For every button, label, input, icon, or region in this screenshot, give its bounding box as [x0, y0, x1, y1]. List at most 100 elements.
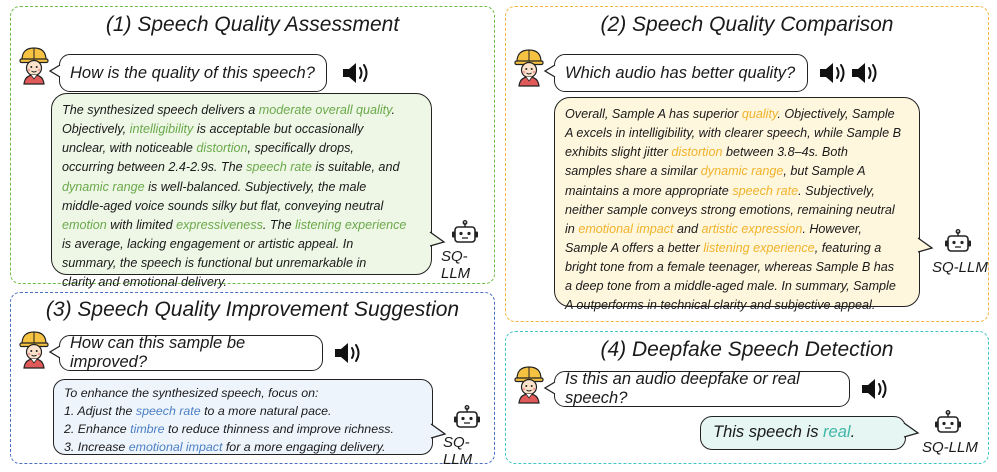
speaker-icon-sample-b[interactable] [848, 60, 882, 86]
answer-text: The synthesized speech delivers a modera… [62, 101, 421, 292]
answer-line: middle-aged voice sounds silky but flat,… [62, 197, 421, 216]
panel-speech-quality-assessment: (1) Speech Quality Assessment How is the… [10, 6, 495, 289]
answer-line: 2. Enhance timbre to reduce thinness and… [64, 421, 422, 439]
highlighted-term: timbre [130, 421, 165, 436]
highlighted-term: dynamic range [62, 179, 145, 194]
robot-label: SQ-LLM [932, 259, 988, 276]
answer-text-segment: a deep tone from a middle-aged male. In … [565, 279, 896, 294]
highlighted-term: listening experience [295, 217, 407, 232]
answer-text-segment: This speech is [713, 423, 824, 441]
answer-text-segment: to reduce thinness and improve richness. [164, 421, 394, 436]
answer-line: To enhance the synthesized speech, focus… [64, 385, 422, 403]
answer-text-segment: between 3.8–4s. Both [722, 145, 848, 160]
highlighted-term: speech rate [135, 403, 201, 418]
answer-text-segment: to a more natural pace. [200, 403, 332, 418]
answer-line: Sample A offers a better listening exper… [565, 239, 909, 258]
speaker-icon[interactable] [858, 376, 892, 402]
answer-text-segment: . The [262, 217, 296, 232]
answer-line: maintains a more appropriate speech rate… [565, 182, 909, 201]
answer-line: A excels in intelligibility, with cleare… [565, 124, 909, 143]
answer-line: exhibits slight jitter distortion betwee… [565, 143, 909, 162]
answer-text-segment: . However, [802, 221, 862, 236]
answer-line: dynamic range is well-balanced. Subjecti… [62, 178, 421, 197]
highlighted-term: dynamic range [700, 164, 784, 179]
panel-title: (4) Deepfake Speech Detection [600, 338, 894, 361]
answer-text-segment: is suitable, and [311, 160, 400, 175]
answer-text-segment: A excels in intelligibility, with cleare… [565, 126, 901, 141]
highlighted-term: speech rate [732, 183, 799, 198]
answer-text-segment: occurring between 2.4-2.9s. The [62, 160, 247, 175]
highlighted-term: artistic expression [701, 221, 803, 236]
user-avatar-icon [19, 331, 49, 369]
answer-text-segment: Objectively, [62, 122, 130, 137]
speaker-icon[interactable] [339, 60, 373, 86]
speaker-icon[interactable] [331, 340, 365, 366]
answer-text-segment: in [565, 221, 579, 236]
panel-speech-quality-comparison: (2) Speech Quality Comparison Which audi… [505, 6, 989, 322]
answer-text: This speech is real. [713, 423, 893, 443]
speaker-icon-sample-a[interactable] [816, 60, 850, 86]
question-text: How can this sample be improved? [70, 334, 246, 371]
answer-text-segment: neither sample conveys strong emotions, … [565, 202, 895, 217]
highlighted-term: speech rate [246, 160, 312, 175]
answer-bubble: This speech is real. [700, 416, 920, 450]
panel-title: (1) Speech Quality Assessment [105, 13, 400, 36]
answer-line: samples share a similar dynamic range, b… [565, 162, 909, 181]
answer-text-segment: To enhance the synthesized speech, focus… [64, 386, 319, 400]
answer-text-segment: , featuring a [814, 240, 882, 255]
answer-text-segment: . Subjectively, [798, 183, 875, 198]
question-text: Which audio has better quality? [565, 63, 796, 82]
answer-text-segment: maintains a more appropriate [565, 183, 733, 198]
answer-text-segment: . Objectively, Sample [777, 107, 895, 121]
answer-line: 1. Adjust the speech rate to a more natu… [64, 403, 422, 421]
robot-icon [944, 229, 972, 252]
answer-bubble: The synthesized speech delivers a modera… [51, 93, 446, 289]
answer-bubble: To enhance the synthesized speech, focus… [53, 379, 447, 455]
answer-text-segment: exhibits slight jitter [565, 145, 672, 160]
answer-text-segment: is acceptable but occasionally [193, 122, 364, 137]
question-text: How is the quality of this speech? [70, 63, 315, 82]
answer-line: emotion with limited expressiveness. The… [62, 216, 421, 235]
robot-icon [451, 220, 479, 243]
answer-line: a deep tone from a middle-aged male. In … [565, 277, 909, 296]
user-avatar-icon [19, 47, 49, 85]
answer-text-segment: , specifically drops, [247, 141, 354, 156]
question-bubble: Is this an audio deepfake or real speech… [543, 370, 850, 407]
answer-text-segment: is well-balanced. Subjectively, the male [144, 179, 367, 194]
answer-text-segment: middle-aged voice sounds silky but flat,… [62, 198, 384, 213]
question-bubble: How can this sample be improved? [48, 334, 323, 371]
panel-deepfake-detection: (4) Deepfake Speech Detection Is this an… [505, 331, 989, 464]
answer-text-segment: summary, the speech is functional but un… [62, 256, 367, 271]
answer-text-segment: bright tone from a female teenager, wher… [565, 260, 895, 275]
answer-line: in emotional impact and artistic express… [565, 220, 909, 239]
question-text: Is this an audio deepfake or real speech… [565, 370, 800, 407]
highlighted-term: intelligibility [129, 122, 194, 137]
answer-text: Overall, Sample A has superior quality. … [565, 105, 909, 316]
answer-text-segment: 2. Enhance [64, 421, 131, 436]
user-avatar-icon [514, 366, 544, 404]
answer-line: neither sample conveys strong emotions, … [565, 201, 909, 220]
answer-text-segment: 1. Adjust the [64, 403, 136, 418]
highlighted-term: distortion [196, 141, 248, 156]
answer-line: Objectively, intelligibility is acceptab… [62, 120, 421, 139]
highlighted-term: listening experience [703, 240, 815, 255]
user-avatar-icon [514, 49, 544, 87]
question-bubble: How is the quality of this speech? [48, 54, 327, 92]
answer-bubble: Overall, Sample A has superior quality. … [554, 97, 934, 312]
highlighted-term: emotion [62, 217, 107, 232]
panel-title: (2) Speech Quality Comparison [600, 13, 894, 36]
answer-line: is average, lacking engagement or artist… [62, 235, 421, 254]
panel-improvement-suggestion: (3) Speech Quality Improvement Suggestio… [10, 292, 495, 468]
robot-label: SQ-LLM [443, 434, 473, 468]
answer-text-segment: clarity and emotional delivery. [62, 275, 227, 290]
answer-line: occurring between 2.4-2.9s. The speech r… [62, 158, 421, 177]
answer-text-segment: The synthesized speech delivers a [62, 103, 259, 117]
highlighted-term: distortion [671, 145, 723, 160]
answer-line: A outperforms in technical clarity and s… [565, 296, 909, 315]
highlighted-term: moderate overall quality [258, 103, 392, 117]
robot-label: SQ-LLM [922, 439, 978, 456]
answer-text-segment: Overall, Sample A has superior [565, 107, 742, 121]
answer-text-segment: . [850, 423, 856, 441]
panel-title: (3) Speech Quality Improvement Suggestio… [45, 298, 460, 321]
answer-text-segment: is average, lacking engagement or artist… [62, 236, 354, 251]
